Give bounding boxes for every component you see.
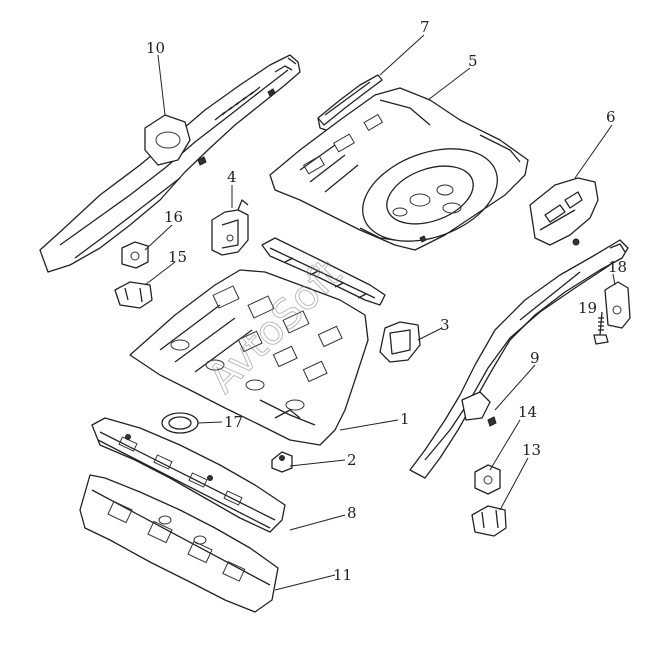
part-8-crossmember (91, 417, 286, 533)
callout-2: 2 (347, 451, 357, 469)
part-2-clip (271, 451, 293, 473)
part-18-bracket (604, 281, 631, 329)
part-crossmember (261, 237, 386, 306)
callout-7: 7 (420, 18, 430, 36)
callout-labels: 10 7 5 6 4 16 15 18 19 3 9 1 17 14 2 13 … (146, 18, 627, 584)
part-19-bolt (593, 311, 609, 345)
callout-13: 13 (522, 441, 541, 459)
part-7-strip (317, 74, 383, 131)
part-9-right-rail (409, 239, 629, 479)
part-5-rear-floor (269, 87, 529, 251)
callout-15: 14 (518, 403, 537, 421)
callout-19: 19 (578, 299, 597, 317)
part-10-left-rail (39, 54, 301, 273)
callout-5: 5 (468, 52, 478, 70)
callout-18: 18 (608, 258, 627, 276)
callout-3: 3 (440, 316, 450, 334)
part-16-clip (121, 241, 149, 269)
callout-6: 6 (606, 108, 616, 126)
part-11-rear-panel (79, 474, 279, 613)
callout-1: 1 (400, 410, 410, 428)
callout-11: 11 (333, 566, 352, 584)
part-3-plate (379, 321, 421, 363)
part-14-bracket (114, 281, 153, 309)
part-13-bracket (471, 505, 507, 537)
callout-14: 15 (168, 248, 187, 266)
callout-8: 8 (347, 504, 357, 522)
callout-4: 4 (227, 168, 237, 186)
callout-16: 16 (164, 208, 183, 226)
callout-10: 10 (146, 39, 165, 57)
part-1-floor-panel (129, 269, 369, 446)
part-6-bracket (529, 177, 599, 246)
part-4-bracket (211, 199, 249, 256)
part-17-grommet (161, 412, 199, 434)
part-15-clip (474, 464, 501, 495)
leader-lines (144, 34, 616, 591)
callout-17: 17 (224, 413, 243, 431)
callout-9: 9 (530, 349, 540, 367)
